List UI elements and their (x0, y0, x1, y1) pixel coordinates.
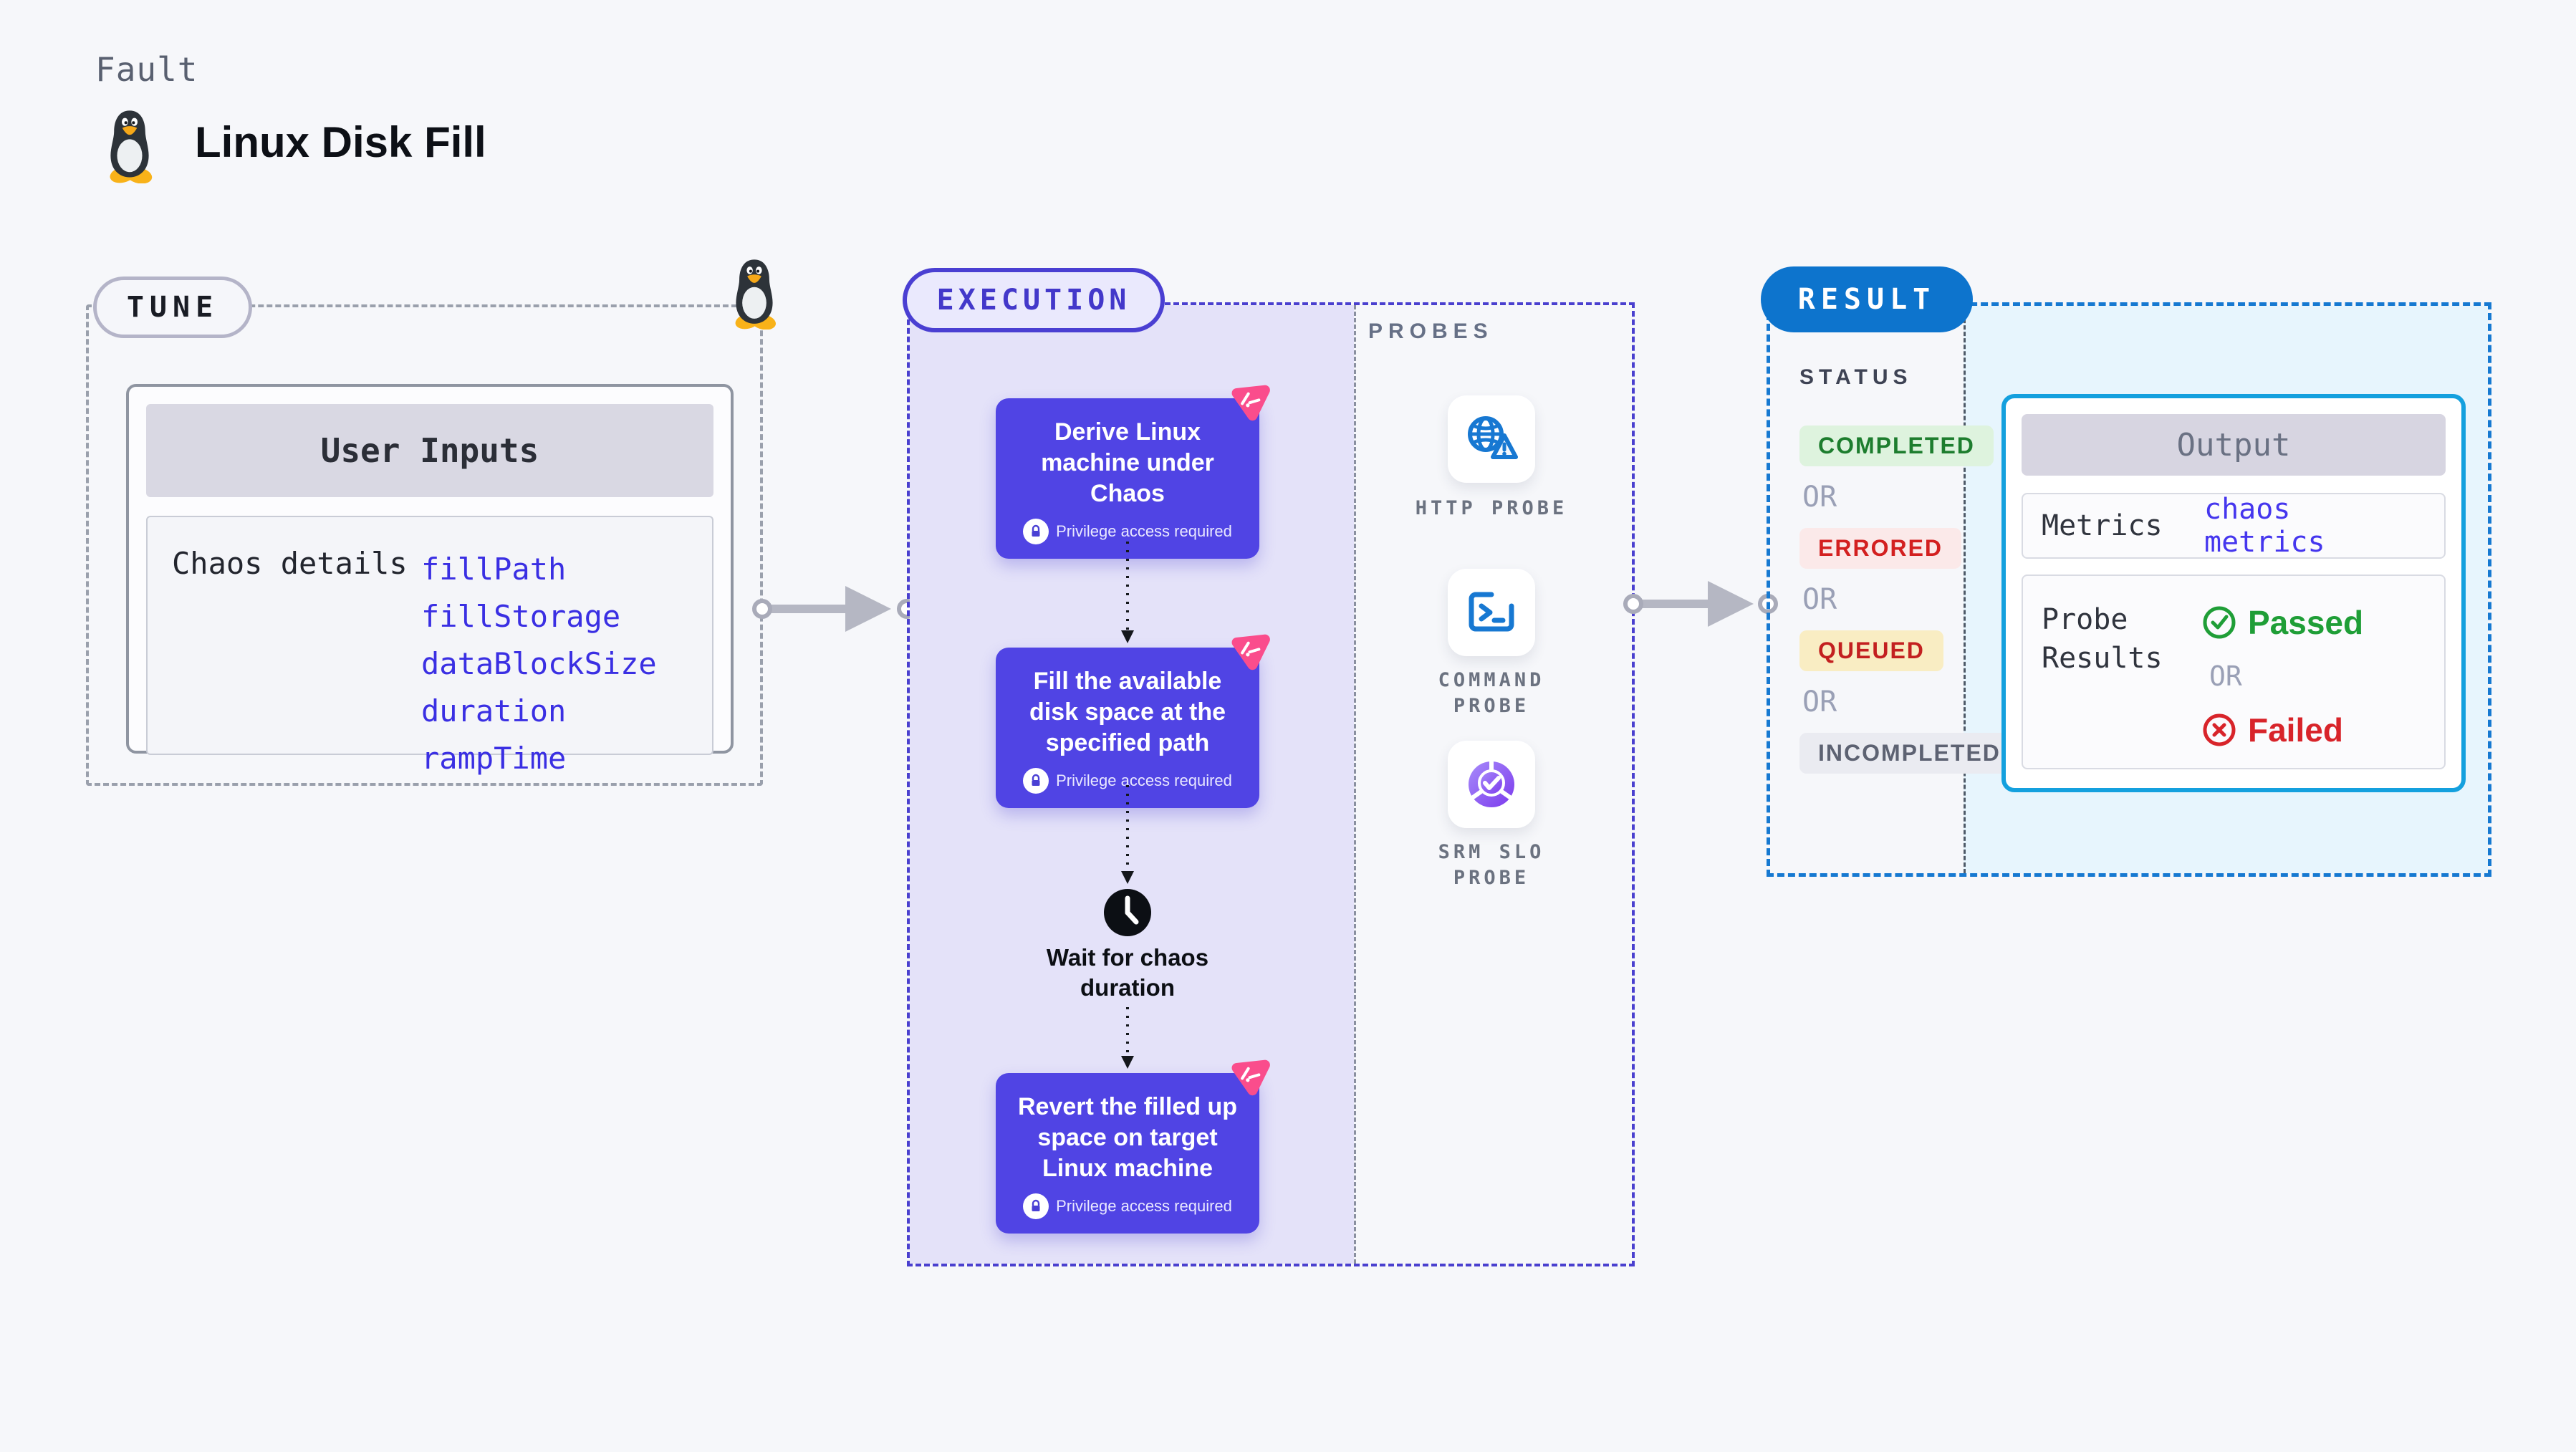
chaos-fault-icon (1231, 1059, 1270, 1096)
flow-arrow (1121, 542, 1134, 643)
http-probe-label: HTTP PROBE (1415, 497, 1568, 519)
input-fillpath[interactable]: fillPath (421, 552, 567, 587)
step-text: Fill the available disk space at the spe… (1029, 668, 1226, 756)
lock-icon (1023, 519, 1049, 545)
result-pill: RESULT (1761, 266, 1973, 332)
status-badge-errored: ERRORED (1799, 528, 1962, 569)
page-title: Linux Disk Fill (195, 118, 486, 166)
lock-icon (1023, 768, 1049, 794)
input-fillstorage[interactable]: fillStorage (421, 599, 621, 634)
command-probe-card (1448, 569, 1535, 656)
input-list: fillPath fillStorage dataBlockSize durat… (421, 546, 657, 782)
status-badge-completed: COMPLETED (1799, 425, 1994, 466)
terminal-icon (1469, 592, 1514, 632)
or-separator: OR (1802, 583, 1837, 616)
wait-step-label: Wait for chaos duration (1046, 944, 1209, 1001)
or-separator: OR (1802, 686, 1837, 718)
privilege-badge-text: Privilege access required (1056, 522, 1232, 541)
probes-to-result-arrow (1623, 581, 1778, 627)
step-derive-machine: Derive Linux machine under Chaos Privile… (996, 385, 1270, 559)
input-duration[interactable]: duration (421, 693, 567, 729)
execution-pill: EXECUTION (903, 268, 1165, 332)
probes-label: PROBES (1368, 319, 1494, 343)
user-inputs-body: Chaos details fillPath fillStorage dataB… (146, 516, 713, 776)
input-ramptime[interactable]: rampTime (421, 741, 567, 776)
tune-pill: TUNE (93, 277, 252, 338)
slo-pie-icon (1469, 759, 1514, 807)
tune-section (86, 304, 763, 786)
output-title: Output (2022, 414, 2446, 476)
probe-results-label: Probe Results (2042, 603, 2163, 675)
clock-icon (1104, 889, 1151, 936)
execution-probes-divider (1354, 305, 1356, 1264)
chaos-fault-icon (1231, 385, 1270, 421)
privilege-badge: Privilege access required (1010, 519, 1245, 545)
check-circle-icon (2203, 606, 2236, 639)
privilege-badge-text: Privilege access required (1056, 1197, 1232, 1216)
output-card: Output Metrics chaos metrics Probe Resul… (2001, 394, 2466, 792)
status-badge-queued: QUEUED (1799, 630, 1943, 671)
or-separator: OR (1802, 481, 1837, 514)
verdicts: Passed OR Failed (2202, 603, 2363, 749)
metrics-row: Metrics chaos metrics (2022, 493, 2446, 559)
chaos-metrics-link[interactable]: chaos metrics (2204, 493, 2325, 559)
metrics-label: Metrics (2042, 509, 2163, 542)
user-inputs-title: User Inputs (146, 404, 713, 497)
srm-slo-probe-label: SRM SLO PROBE (1438, 841, 1545, 890)
step-fill-disk: Fill the available disk space at the spe… (996, 634, 1270, 809)
privilege-badge: Privilege access required (1010, 768, 1245, 794)
user-inputs-card: User Inputs Chaos details fillPath fillS… (126, 384, 734, 776)
chaos-fault-icon (1231, 634, 1270, 670)
http-probe-card (1448, 395, 1535, 483)
failed-text: Failed (2248, 711, 2343, 749)
command-probe-label: COMMAND PROBE (1438, 669, 1545, 718)
privilege-badge: Privilege access required (1010, 1193, 1245, 1220)
tune-to-execution-arrow (752, 586, 917, 632)
step-revert-space: Revert the filled up space on target Lin… (996, 1059, 1270, 1234)
input-datablocksize[interactable]: dataBlockSize (421, 646, 657, 681)
passed-text: Passed (2248, 604, 2364, 641)
status-badge-incompleted: INCOMPLETED (1799, 733, 2019, 774)
status-label: STATUS (1799, 365, 1913, 389)
srm-slo-probe-card (1448, 741, 1535, 828)
step-text: Derive Linux machine under Chaos (1041, 418, 1214, 507)
status-output-divider (1964, 306, 1966, 873)
globe-alert-icon (1468, 416, 1518, 459)
lock-icon (1023, 1193, 1049, 1220)
passed-verdict: Passed (2202, 603, 2363, 642)
status-column: COMPLETED OR ERRORED OR QUEUED OR INCOMP… (1799, 425, 2019, 774)
flow-arrow (1121, 1007, 1134, 1069)
tux-penguin-small-icon (735, 259, 776, 330)
step-text: Revert the filled up space on target Lin… (1017, 1093, 1238, 1182)
tux-penguin-icon (110, 110, 153, 183)
failed-verdict: Failed (2202, 711, 2363, 749)
x-circle-icon (2203, 713, 2236, 746)
flow-arrow (1121, 785, 1134, 884)
chaos-details-label: Chaos details (172, 546, 408, 581)
fault-eyebrow: Fault (95, 50, 198, 89)
privilege-badge-text: Privilege access required (1056, 771, 1232, 790)
or-separator: OR (2209, 660, 2242, 692)
probe-results-row: Probe Results Passed OR Failed (2022, 574, 2446, 769)
